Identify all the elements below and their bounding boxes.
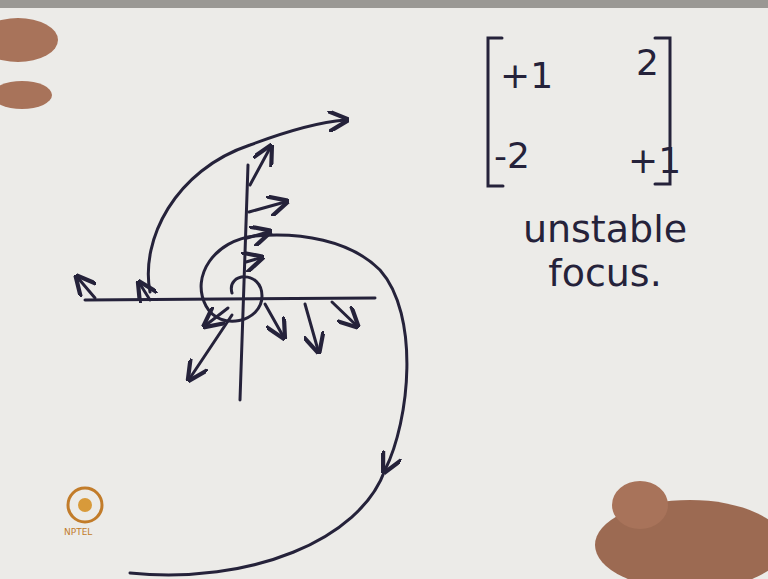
watermark: NPTEL	[64, 527, 92, 537]
matrix-entry: -2	[494, 135, 530, 176]
matrix-entry: +1	[500, 55, 553, 96]
note-text: unstable focus.	[500, 208, 710, 295]
matrix-entry: 2	[636, 42, 659, 83]
matrix-entry: +1	[628, 140, 681, 181]
